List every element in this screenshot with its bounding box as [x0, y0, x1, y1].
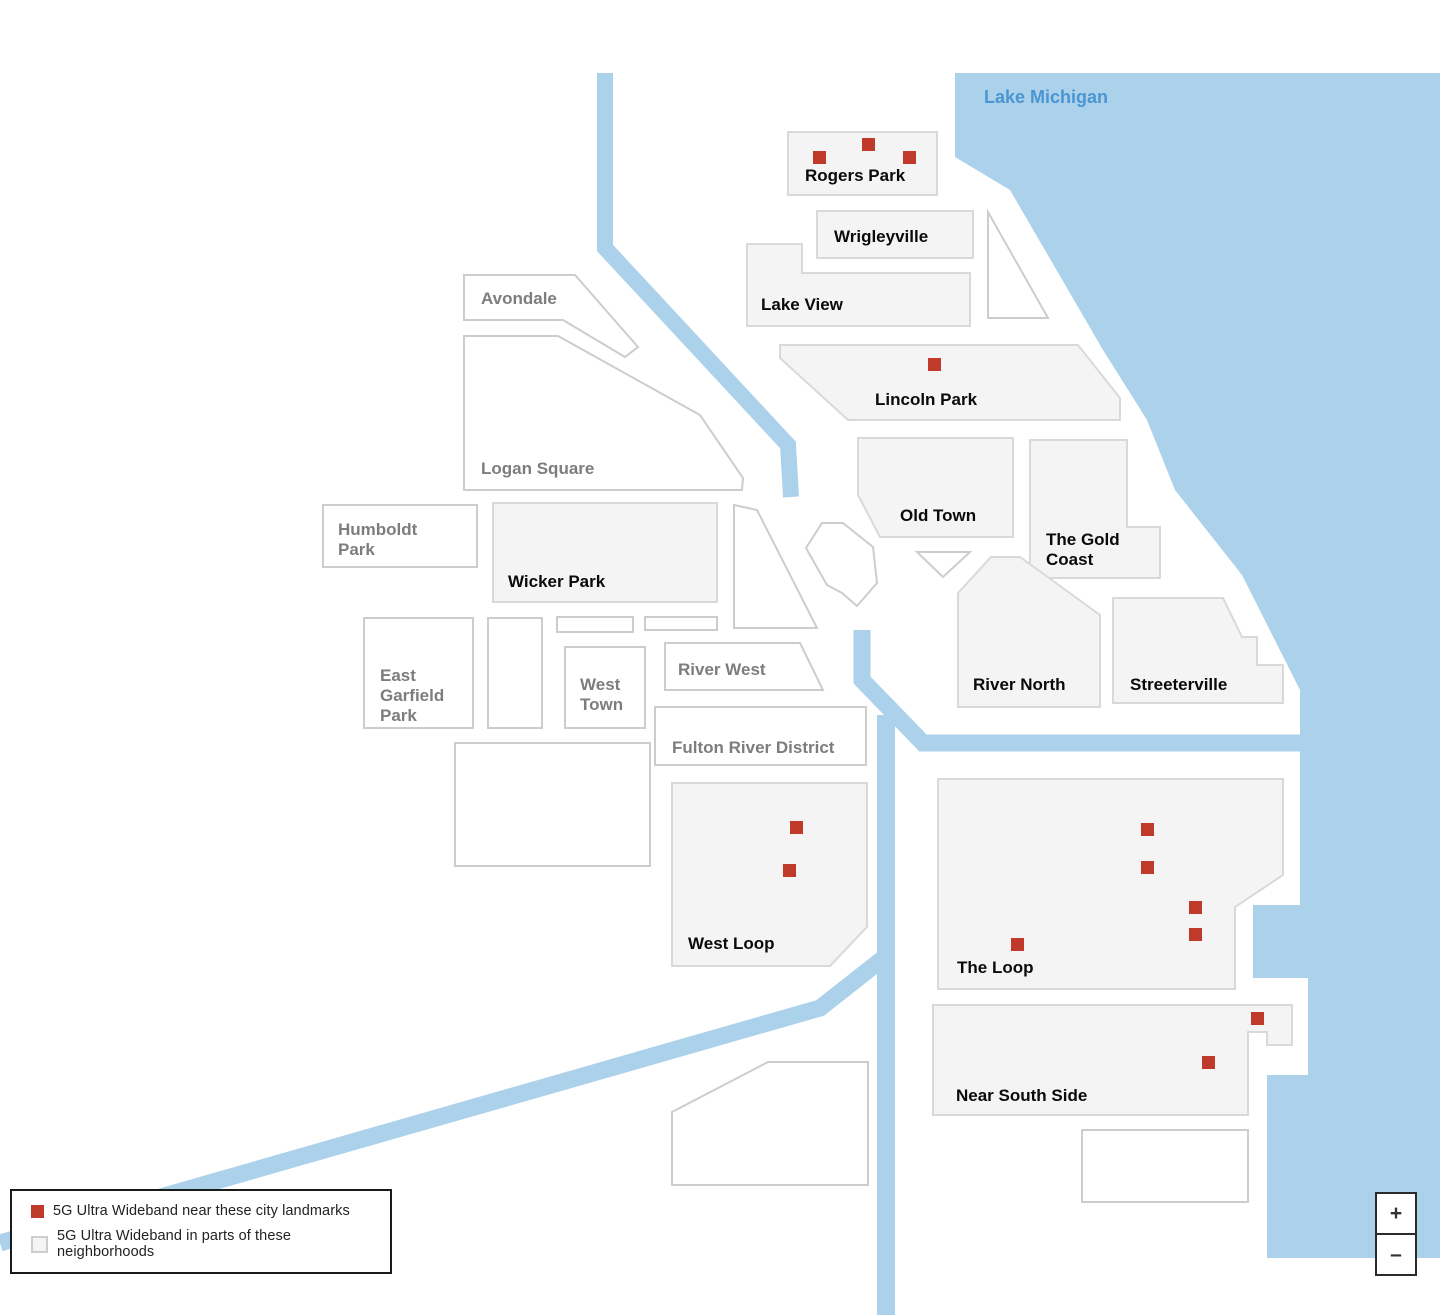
- neighborhood-unlabeled-h: [987, 208, 1050, 319]
- neighborhood-streeterville: [1112, 597, 1284, 704]
- neighborhood-humboldt-park: [322, 504, 478, 568]
- neighborhood-label-lincoln-park: Lincoln Park: [875, 390, 978, 409]
- landmark-marker-icon: [928, 358, 941, 371]
- neighborhood-label-near-south-side: Near South Side: [956, 1086, 1087, 1105]
- neighborhood-label-west-loop: West Loop: [688, 934, 775, 953]
- neighborhood-label-logan-square: Logan Square: [481, 459, 594, 478]
- neighborhood-label-avondale: Avondale: [481, 289, 557, 308]
- neighborhood-unlabeled-d: [454, 742, 651, 867]
- landmark-marker-icon: [813, 151, 826, 164]
- neighborhood-rogers-park: [787, 131, 938, 196]
- lake-michigan-water: [955, 73, 1440, 1258]
- river-north-branch: [597, 73, 799, 498]
- neighborhood-near-south-side: [932, 1004, 1293, 1116]
- zoom-out-button[interactable]: –: [1377, 1235, 1415, 1274]
- landmark-marker-icon: [1189, 901, 1202, 914]
- landmark-marker-icon: [1141, 861, 1154, 874]
- zoom-control: + –: [1375, 1192, 1417, 1276]
- neighborhood-river-west: [664, 642, 825, 691]
- neighborhood-unlabeled-g: [914, 551, 973, 579]
- landmark-swatch-icon: [31, 1204, 44, 1218]
- neighborhood-logan-square: [463, 335, 745, 491]
- zoom-in-button[interactable]: +: [1377, 1194, 1415, 1235]
- neighborhood-label-wrigleyville: Wrigleyville: [834, 227, 928, 246]
- legend-item-landmarks: 5G Ultra Wideband near these city landma…: [31, 1203, 390, 1219]
- neighborhood-wicker-park: [492, 502, 718, 603]
- legend: 5G Ultra Wideband near these city landma…: [10, 1189, 392, 1274]
- landmark-marker-icon: [1189, 928, 1202, 941]
- neighborhood-east-garfield-park: [363, 617, 474, 729]
- landmark-marker-icon: [783, 864, 796, 877]
- neighborhood-label-old-town: Old Town: [900, 506, 976, 525]
- landmark-marker-icon: [1202, 1056, 1215, 1069]
- legend-item-neighborhoods: 5G Ultra Wideband in parts of these neig…: [31, 1228, 390, 1260]
- lake-michigan-label: Lake Michigan: [984, 87, 1108, 107]
- neighborhood-label-wicker-park: Wicker Park: [508, 572, 606, 591]
- landmark-marker-icon: [903, 151, 916, 164]
- neighborhood-old-town: [857, 437, 1014, 538]
- neighborhood-label-lake-view: Lake View: [761, 295, 844, 314]
- river-main-branch-to-lake: [853, 630, 1312, 752]
- neighborhood-label-the-loop: The Loop: [957, 958, 1033, 977]
- neighborhood-lake-view: [746, 243, 971, 327]
- neighborhood-label-streeterville: Streeterville: [1130, 675, 1227, 694]
- legend-label-landmarks: 5G Ultra Wideband near these city landma…: [53, 1203, 350, 1219]
- legend-label-neighborhoods: 5G Ultra Wideband in parts of these neig…: [57, 1228, 292, 1260]
- neighborhood-swatch-icon: [31, 1235, 48, 1253]
- neighborhood-label-rogers-park: Rogers Park: [805, 166, 906, 185]
- neighborhood-unlabeled-j: [1081, 1129, 1249, 1203]
- neighborhood-west-town: [564, 646, 646, 729]
- neighborhood-label-fulton-river-district: Fulton River District: [672, 738, 835, 757]
- neighborhood-unlabeled-c: [644, 616, 718, 631]
- river-southwest-branch: [0, 946, 896, 1252]
- neighborhood-label-river-west: River West: [678, 660, 766, 679]
- neighborhood-river-north: [957, 556, 1101, 708]
- neighborhood-unlabeled-f: [804, 522, 879, 608]
- neighborhood-unlabeled-e: [733, 503, 819, 629]
- neighborhood-avondale: [463, 274, 640, 359]
- landmark-marker-icon: [1011, 938, 1024, 951]
- neighborhood-wrigleyville: [816, 210, 974, 259]
- landmark-marker-icon: [790, 821, 803, 834]
- neighborhood-unlabeled-i: [671, 1061, 869, 1186]
- neighborhood-west-loop: [671, 782, 868, 967]
- neighborhood-unlabeled-b: [556, 616, 634, 633]
- neighborhood-lincoln-park: [779, 344, 1121, 421]
- neighborhood-fulton-river-district: [654, 706, 867, 766]
- neighborhood-unlabeled-a: [487, 617, 543, 729]
- neighborhood-label-river-north: River North: [973, 675, 1066, 694]
- landmark-marker-icon: [862, 138, 875, 151]
- landmark-marker-icon: [1141, 823, 1154, 836]
- landmark-marker-icon: [1251, 1012, 1264, 1025]
